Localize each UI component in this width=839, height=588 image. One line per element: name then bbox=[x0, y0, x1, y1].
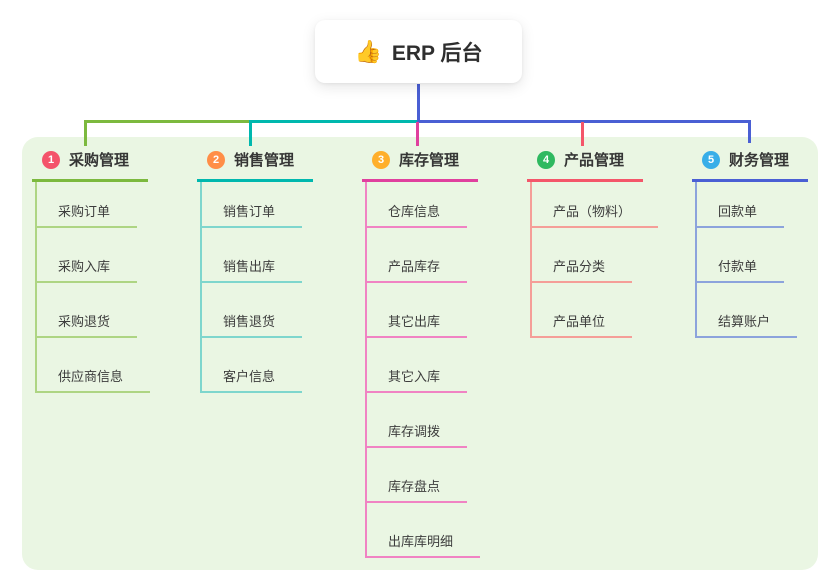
branch-node-purchase[interactable]: 1 采购管理 bbox=[32, 149, 148, 182]
child-label: 客户信息 bbox=[223, 369, 276, 384]
child-node-product-stock[interactable]: 产品库存 bbox=[367, 228, 468, 283]
child-label: 其它出库 bbox=[388, 314, 441, 329]
mindmap-panel bbox=[22, 137, 818, 570]
child-label: 销售出库 bbox=[223, 259, 276, 274]
connector-drop-sales bbox=[249, 120, 252, 146]
connector-drop-purchase bbox=[84, 120, 87, 146]
branch-number-badge: 1 bbox=[42, 150, 60, 169]
branch-product: 4 产品管理 产品（物料） 产品分类 产品单位 bbox=[527, 149, 659, 338]
child-label: 采购入库 bbox=[58, 259, 111, 274]
child-label: 采购退货 bbox=[58, 314, 111, 329]
root-node[interactable]: 👍 ERP 后台 bbox=[315, 20, 522, 83]
child-node-purchase-return[interactable]: 采购退货 bbox=[37, 283, 138, 338]
child-node-warehouse-info[interactable]: 仓库信息 bbox=[367, 182, 468, 228]
branch-children: 采购订单 采购入库 采购退货 供应商信息 bbox=[35, 182, 151, 393]
thumbs-up-icon: 👍 bbox=[354, 38, 382, 64]
branch-label: 财务管理 bbox=[729, 152, 790, 169]
child-label: 产品（物料） bbox=[553, 204, 632, 219]
child-node-other-outbound[interactable]: 其它出库 bbox=[367, 283, 468, 338]
child-node-supplier-info[interactable]: 供应商信息 bbox=[37, 338, 151, 393]
child-label: 产品单位 bbox=[553, 314, 606, 329]
child-label: 产品库存 bbox=[388, 259, 441, 274]
branch-children: 产品（物料） 产品分类 产品单位 bbox=[530, 182, 659, 338]
child-node-sales-order[interactable]: 销售订单 bbox=[202, 182, 303, 228]
child-node-receipt-bill[interactable]: 回款单 bbox=[697, 182, 785, 228]
connector-drop-product bbox=[581, 122, 584, 146]
child-node-product-unit[interactable]: 产品单位 bbox=[532, 283, 633, 338]
child-node-payment-bill[interactable]: 付款单 bbox=[697, 228, 785, 283]
child-node-customer-info[interactable]: 客户信息 bbox=[202, 338, 303, 393]
branch-sales: 2 销售管理 销售订单 销售出库 销售退货 客户信息 bbox=[197, 149, 313, 393]
child-label: 供应商信息 bbox=[58, 369, 124, 384]
child-node-sales-outbound[interactable]: 销售出库 bbox=[202, 228, 303, 283]
branch-node-finance[interactable]: 5 财务管理 bbox=[692, 149, 808, 182]
branch-children: 仓库信息 产品库存 其它出库 其它入库 库存调拨 库存盘点 出库库明细 bbox=[365, 182, 481, 558]
branch-purchase: 1 采购管理 采购订单 采购入库 采购退货 供应商信息 bbox=[32, 149, 151, 393]
child-label: 采购订单 bbox=[58, 204, 111, 219]
branch-number-badge: 5 bbox=[702, 150, 720, 169]
branch-label: 采购管理 bbox=[69, 152, 130, 169]
child-label: 其它入库 bbox=[388, 369, 441, 384]
child-label: 付款单 bbox=[718, 259, 758, 274]
branch-label: 库存管理 bbox=[399, 152, 460, 169]
branch-finance: 5 财务管理 回款单 付款单 结算账户 bbox=[692, 149, 808, 338]
child-node-product-material[interactable]: 产品（物料） bbox=[532, 182, 659, 228]
child-label: 库存盘点 bbox=[388, 479, 441, 494]
child-node-outbound-detail[interactable]: 出库库明细 bbox=[367, 503, 481, 558]
child-label: 出库库明细 bbox=[388, 534, 454, 549]
branch-number-badge: 2 bbox=[207, 150, 225, 169]
connector-drop-finance bbox=[748, 120, 751, 143]
branch-number-badge: 3 bbox=[372, 150, 390, 169]
branch-children: 回款单 付款单 结算账户 bbox=[695, 182, 808, 338]
branch-node-product[interactable]: 4 产品管理 bbox=[527, 149, 643, 182]
child-label: 回款单 bbox=[718, 204, 758, 219]
branch-number-badge: 4 bbox=[537, 150, 555, 169]
connector-bus-teal bbox=[250, 120, 418, 123]
child-label: 产品分类 bbox=[553, 259, 606, 274]
child-label: 结算账户 bbox=[718, 314, 771, 329]
child-node-purchase-inbound[interactable]: 采购入库 bbox=[37, 228, 138, 283]
branch-inventory: 3 库存管理 仓库信息 产品库存 其它出库 其它入库 库存调拨 库存盘点 出库库… bbox=[362, 149, 481, 558]
branch-children: 销售订单 销售出库 销售退货 客户信息 bbox=[200, 182, 313, 393]
branch-node-inventory[interactable]: 3 库存管理 bbox=[362, 149, 478, 182]
branch-label: 产品管理 bbox=[564, 152, 625, 169]
child-node-product-category[interactable]: 产品分类 bbox=[532, 228, 633, 283]
child-node-purchase-order[interactable]: 采购订单 bbox=[37, 182, 138, 228]
branch-label: 销售管理 bbox=[234, 152, 295, 169]
child-label: 库存调拨 bbox=[388, 424, 441, 439]
connector-drop-inventory bbox=[416, 122, 419, 146]
child-node-other-inbound[interactable]: 其它入库 bbox=[367, 338, 468, 393]
child-label: 销售订单 bbox=[223, 204, 276, 219]
root-node-label: ERP 后台 bbox=[391, 41, 483, 65]
child-node-stock-count[interactable]: 库存盘点 bbox=[367, 448, 468, 503]
connector-bus-blue bbox=[417, 120, 751, 123]
child-label: 仓库信息 bbox=[388, 204, 441, 219]
child-label: 销售退货 bbox=[223, 314, 276, 329]
connector-root-drop bbox=[417, 84, 420, 123]
child-node-settle-account[interactable]: 结算账户 bbox=[697, 283, 798, 338]
branch-node-sales[interactable]: 2 销售管理 bbox=[197, 149, 313, 182]
child-node-sales-return[interactable]: 销售退货 bbox=[202, 283, 303, 338]
connector-bus-green bbox=[84, 120, 251, 123]
child-node-stock-transfer[interactable]: 库存调拨 bbox=[367, 393, 468, 448]
